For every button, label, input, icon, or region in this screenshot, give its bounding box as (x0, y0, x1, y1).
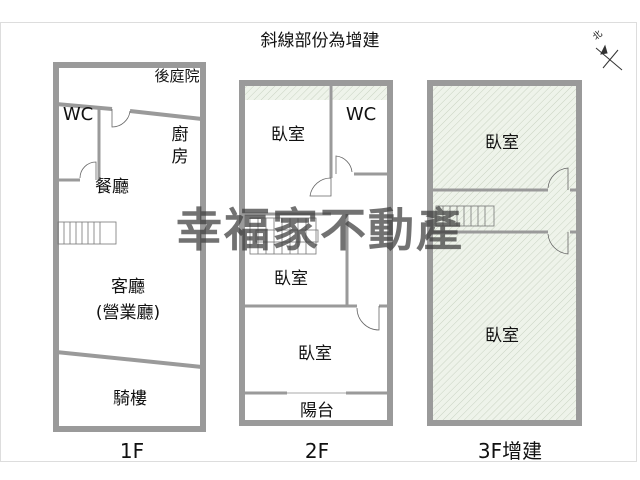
north-label: 北 (591, 29, 605, 43)
north-arrow-icon (595, 44, 623, 71)
room-wc-2f: WC (346, 104, 376, 125)
room-kitchen-2: 房 (172, 147, 189, 167)
floor-label-2f: 2F (305, 439, 329, 463)
room-living: 客廳 (111, 277, 145, 297)
room-living-note: (營業廳) (96, 303, 160, 323)
room-kitchen-1: 廚 (172, 124, 189, 145)
room-bedroom-3f-b: 臥室 (485, 326, 519, 346)
watermark: 幸福家不動產 (176, 203, 464, 257)
floor-1f: 後庭院 WC 廚 房 餐廳 客廳 (營業廳) 騎樓 1F (53, 62, 206, 463)
room-arcade: 騎樓 (113, 389, 147, 409)
drawing-frame (0, 22, 637, 462)
room-backyard: 後庭院 (154, 67, 199, 85)
room-bedroom-2f-c: 臥室 (298, 344, 332, 364)
room-bedroom-3f-a: 臥室 (485, 133, 519, 153)
room-bedroom-2f-a: 臥室 (271, 125, 305, 145)
floor-3f: 臥室 臥室 3F增建 (427, 80, 582, 463)
room-bedroom-2f-b: 臥室 (274, 269, 308, 289)
floor-label-3f: 3F增建 (478, 439, 542, 463)
floor-2f: 臥室 WC 臥室 臥室 陽台 2F (239, 80, 393, 463)
room-balcony: 陽台 (300, 401, 334, 421)
stairs-1f (57, 221, 117, 245)
floor-label-1f: 1F (120, 439, 144, 463)
plan-title: 斜線部份為增建 (261, 31, 380, 51)
room-wc-1f: WC (63, 104, 93, 125)
stairs-3f (435, 205, 495, 227)
stairs-2f (249, 217, 319, 255)
room-dining: 餐廳 (95, 177, 129, 197)
